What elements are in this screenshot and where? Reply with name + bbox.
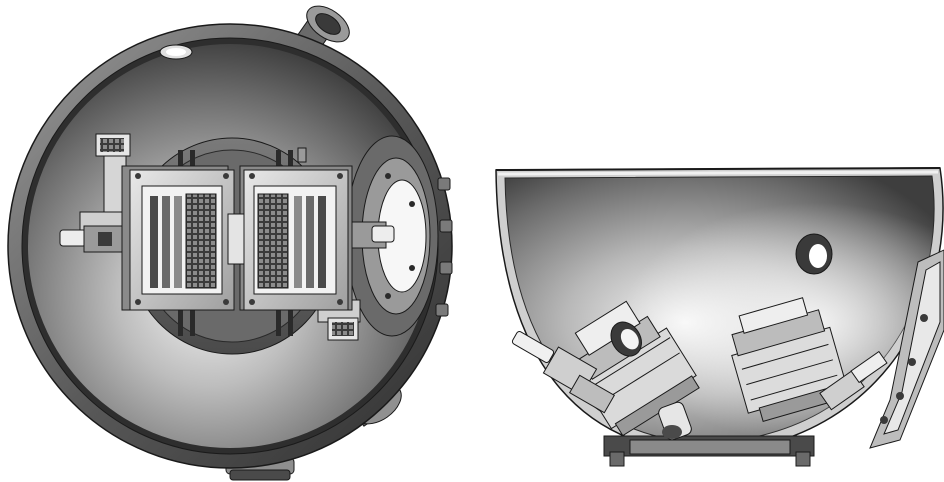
port-hole [795,233,833,275]
chamber-cutaway-view [495,167,944,467]
detector-assembly-left [574,300,700,437]
flange-port-icon [297,5,350,51]
chamber-front-view [7,5,453,481]
flange-wall [869,249,944,449]
bolt-icon [435,177,453,317]
detector-plate-left [121,165,235,311]
detector-grid-icon [257,193,289,289]
actuator-arm-left [511,331,692,441]
detector-plate-right [239,165,353,311]
actuator-arm-right [819,350,888,411]
detector-grid-icon [185,193,217,289]
base-plate [603,435,815,467]
